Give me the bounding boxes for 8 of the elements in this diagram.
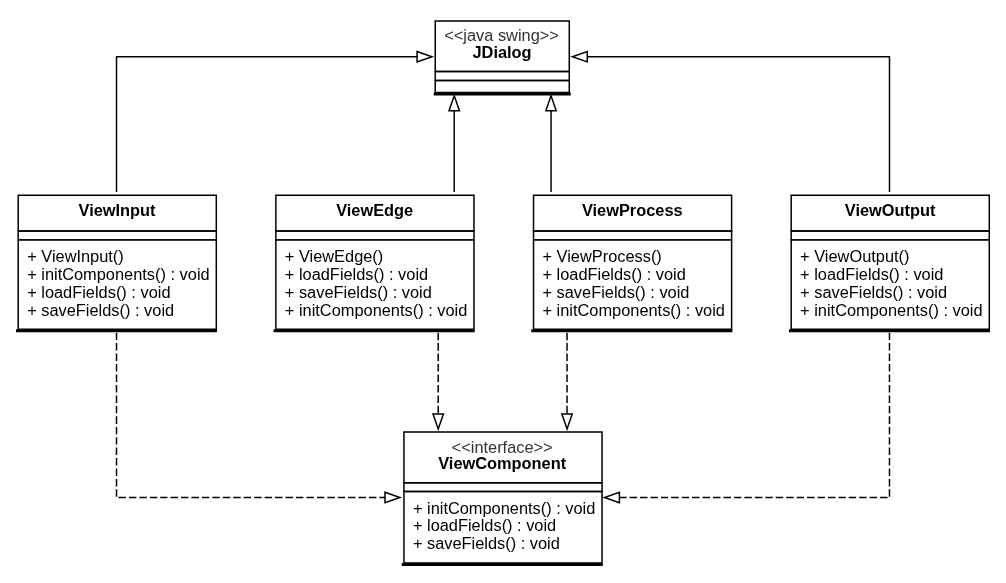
arrow — [115, 331, 403, 504]
arrow — [544, 93, 558, 193]
arrow — [115, 49, 435, 193]
arrow — [602, 331, 891, 504]
arrow — [570, 49, 891, 193]
arrow — [560, 331, 574, 431]
arrow — [431, 331, 445, 431]
arrow — [447, 93, 461, 193]
